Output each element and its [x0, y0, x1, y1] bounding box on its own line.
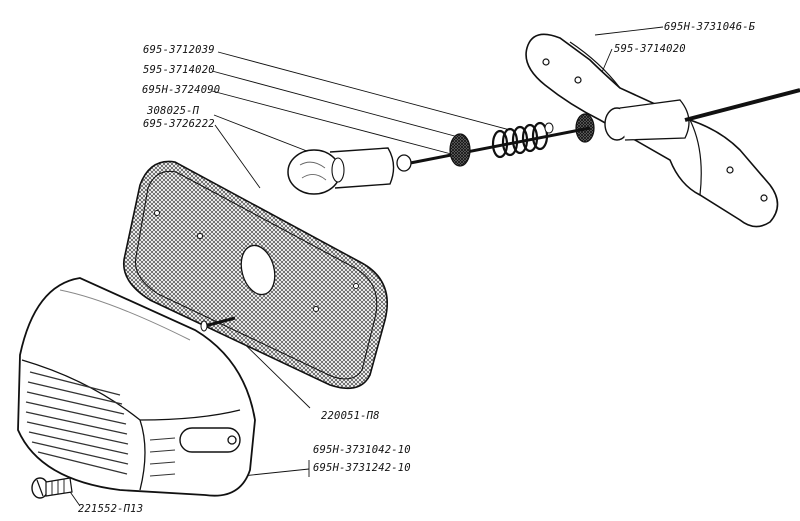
label-lamp-body-a: 695Н-3731042-10 [313, 444, 411, 456]
label-bracket: 695Н-3731046-Б [664, 21, 756, 33]
label-spring: 595-3714020 [143, 64, 215, 76]
bulb [287, 147, 395, 195]
gasket [123, 160, 389, 390]
label-bulb: 308025-П [147, 105, 200, 117]
screw [31, 477, 73, 499]
lamp-body [17, 277, 256, 497]
label-screw-pin: 220051-П8 [321, 410, 380, 422]
spring-assembly [396, 121, 591, 172]
label-screw: 221552-П13 [78, 503, 144, 515]
label-gasket: 695-3726222 [143, 118, 215, 130]
label-washer-top: 695-3712039 [143, 44, 215, 56]
label-bracket-washer: 595-3714020 [614, 43, 686, 55]
label-socket: 695Н-3724090 [142, 84, 221, 96]
mounting-bracket [525, 33, 800, 228]
label-lamp-body-b: 695Н-3731242-10 [313, 462, 411, 474]
